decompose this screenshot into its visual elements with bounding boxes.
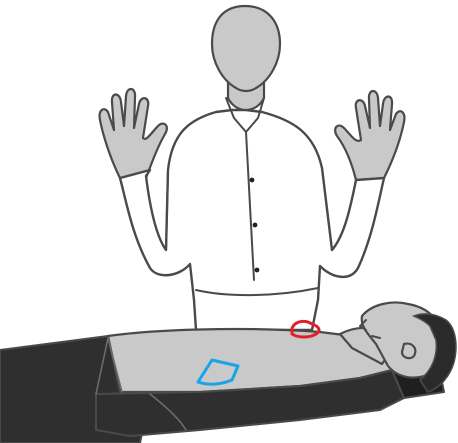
rescuer-left-hand — [100, 89, 167, 178]
rescuer — [100, 6, 405, 330]
rescuer-right-hand — [335, 91, 404, 180]
rescuer-head — [212, 6, 280, 91]
shirt-button — [255, 268, 260, 273]
shirt-button — [253, 223, 258, 228]
patient-ear — [402, 344, 415, 358]
shirt-button — [250, 178, 255, 183]
